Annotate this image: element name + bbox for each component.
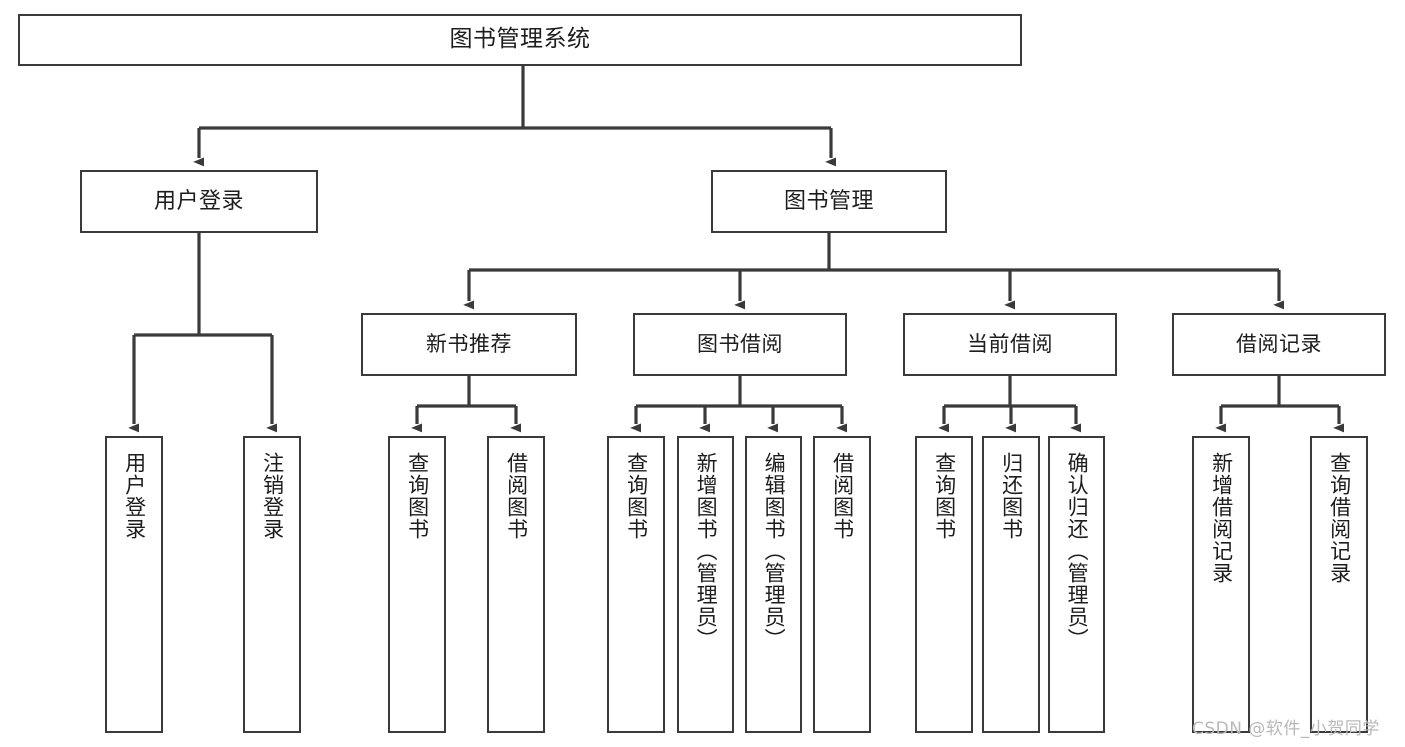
node-book-borrow[interactable]: 图书借阅 <box>633 313 847 376</box>
node-leaf-add-book-label: 新增图书（管理员） <box>694 452 719 650</box>
node-new-book-recommend-label: 新书推荐 <box>426 332 512 357</box>
node-leaf-query-book-1-label: 查询图书 <box>405 452 430 540</box>
node-user-login-label: 用户登录 <box>153 188 244 214</box>
node-leaf-query-book-2[interactable]: 查询图书 <box>607 436 665 733</box>
node-leaf-return-book[interactable]: 归还图书 <box>982 436 1040 733</box>
node-current-borrow[interactable]: 当前借阅 <box>903 313 1117 376</box>
node-leaf-return-book-label: 归还图书 <box>999 452 1024 540</box>
node-book-borrow-label: 图书借阅 <box>697 332 783 357</box>
node-leaf-query-record[interactable]: 查询借阅记录 <box>1310 436 1368 733</box>
node-leaf-user-login-label: 用户登录 <box>122 452 147 540</box>
csdn-watermark: CSDN @软件_小贺同学 <box>1192 719 1380 739</box>
node-root[interactable]: 图书管理系统 <box>18 14 1022 66</box>
node-borrow-record[interactable]: 借阅记录 <box>1172 313 1386 376</box>
node-leaf-confirm-return-label: 确认归还（管理员） <box>1065 452 1090 650</box>
node-leaf-query-book-2-label: 查询图书 <box>624 452 649 540</box>
node-leaf-query-record-label: 查询借阅记录 <box>1327 452 1352 584</box>
node-current-borrow-label: 当前借阅 <box>967 332 1053 357</box>
node-leaf-borrow-book-1-label: 借阅图书 <box>504 452 529 540</box>
node-leaf-query-book-3[interactable]: 查询图书 <box>915 436 973 733</box>
node-book-manage[interactable]: 图书管理 <box>711 170 947 233</box>
node-user-login[interactable]: 用户登录 <box>80 170 318 233</box>
node-leaf-add-record[interactable]: 新增借阅记录 <box>1192 436 1250 733</box>
node-leaf-logout-label: 注销登录 <box>260 452 285 540</box>
node-leaf-user-login[interactable]: 用户登录 <box>105 436 163 733</box>
node-leaf-add-book[interactable]: 新增图书（管理员） <box>677 436 734 733</box>
node-leaf-query-book-3-label: 查询图书 <box>932 452 957 540</box>
node-leaf-query-book-1[interactable]: 查询图书 <box>388 436 446 733</box>
node-leaf-borrow-book-1[interactable]: 借阅图书 <box>487 436 545 733</box>
node-leaf-borrow-book-2[interactable]: 借阅图书 <box>813 436 871 733</box>
node-leaf-logout[interactable]: 注销登录 <box>243 436 301 733</box>
node-leaf-borrow-book-2-label: 借阅图书 <box>830 452 855 540</box>
node-root-label: 图书管理系统 <box>449 26 591 53</box>
node-leaf-edit-book[interactable]: 编辑图书（管理员） <box>745 436 802 733</box>
node-book-manage-label: 图书管理 <box>783 188 874 214</box>
node-new-book-recommend[interactable]: 新书推荐 <box>361 313 577 376</box>
node-borrow-record-label: 借阅记录 <box>1236 332 1322 357</box>
node-leaf-add-record-label: 新增借阅记录 <box>1209 452 1234 584</box>
node-leaf-confirm-return[interactable]: 确认归还（管理员） <box>1048 436 1105 733</box>
node-leaf-edit-book-label: 编辑图书（管理员） <box>762 452 787 650</box>
